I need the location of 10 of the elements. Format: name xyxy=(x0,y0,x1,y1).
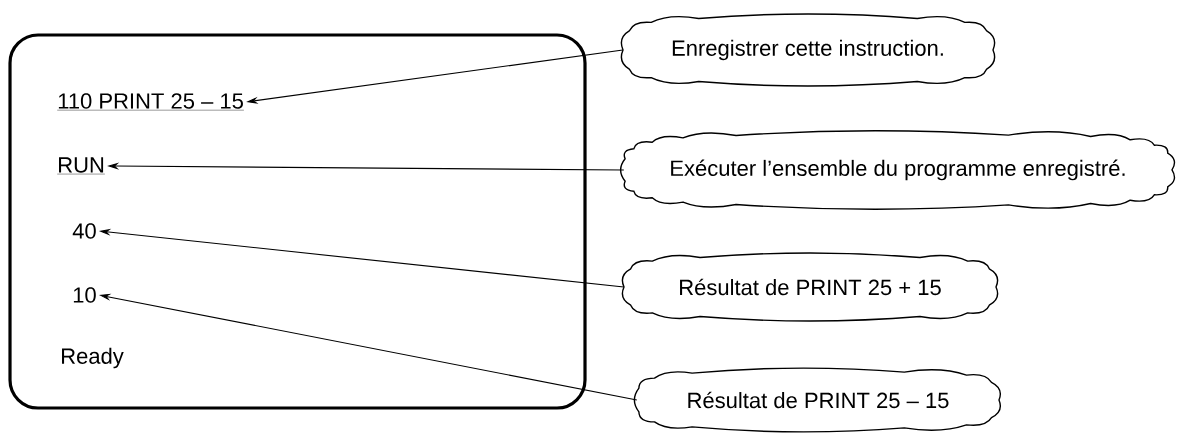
screen-text: RUN xyxy=(57,157,106,175)
speech-cloud: Résultat de PRINT 25 + 15 xyxy=(621,252,999,322)
screen-text: 10 xyxy=(73,287,96,303)
screen-text: 110 PRINT 25 – 15 xyxy=(57,93,245,111)
speech-cloud: Résultat de PRINT 25 – 15 xyxy=(633,367,1002,433)
speech-cloud: Exécuter l’ensemble du programme enregistré. xyxy=(619,130,1176,210)
screen-text: 40 xyxy=(72,223,96,239)
speech-cloud: Enregistrer cette instruction. xyxy=(620,13,996,87)
screen-text: Ready xyxy=(62,347,124,369)
screen-frame xyxy=(8,33,587,410)
